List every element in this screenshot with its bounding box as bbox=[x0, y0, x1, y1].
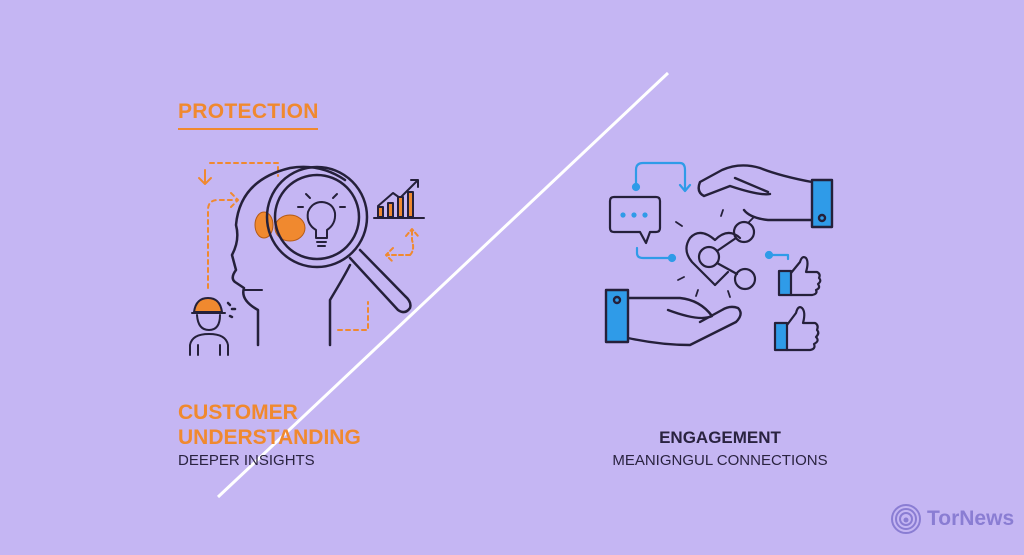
diagonal-divider bbox=[216, 71, 670, 499]
engagement-illustration bbox=[604, 161, 834, 352]
engagement-subtitle: MEANIGNGUL CONNECTIONS bbox=[612, 452, 828, 469]
title-underline bbox=[178, 128, 318, 130]
engagement-heading: ENGAGEMENT bbox=[659, 428, 781, 447]
lightbulb-icon bbox=[297, 193, 346, 247]
growth-chart-icon bbox=[373, 179, 425, 219]
dashed-flow-arrows bbox=[198, 162, 419, 331]
heart-network-icon bbox=[675, 209, 757, 298]
thumbs-up-icon bbox=[777, 256, 822, 297]
customer-understanding-illustration bbox=[189, 162, 425, 356]
tornews-watermark: TorNews bbox=[890, 503, 1014, 535]
protection-title: PROTECTION bbox=[178, 100, 319, 123]
top-hand-icon bbox=[697, 164, 834, 229]
worker-icon bbox=[189, 297, 237, 356]
tornews-logo-text: TorNews bbox=[927, 507, 1015, 530]
chat-bubble-icon bbox=[608, 195, 662, 245]
magnifying-glass-icon bbox=[265, 165, 412, 314]
thumbs-up-icon bbox=[773, 306, 820, 352]
customer-understanding-heading-line1: CUSTOMER bbox=[178, 401, 298, 424]
deeper-insights-subtitle: DEEPER INSIGHTS bbox=[178, 452, 315, 469]
blue-connectors bbox=[631, 161, 790, 263]
customer-understanding-heading-line2: UNDERSTANDING bbox=[178, 426, 361, 449]
bottom-hand-icon bbox=[604, 288, 742, 347]
tornews-logo-icon bbox=[891, 504, 921, 534]
